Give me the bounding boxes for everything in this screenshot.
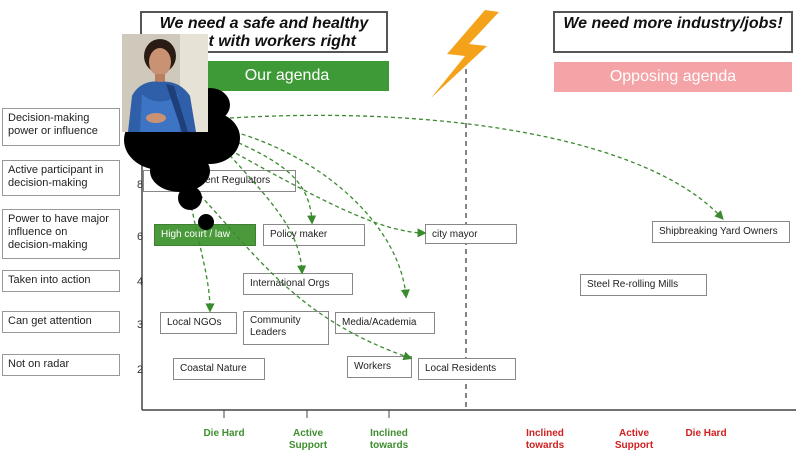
- level-label-get-attention: Can get attention: [2, 311, 120, 333]
- actor-community-leaders: Community Leaders: [243, 311, 329, 345]
- opposing-headline: We need more industry/jobs!: [553, 11, 793, 53]
- community-leaders-label: Community Leaders: [250, 315, 301, 338]
- lightning-bolt-icon: [431, 10, 499, 98]
- overlay-blob: [198, 214, 214, 230]
- overlay-blob: [178, 186, 202, 210]
- level-label-decision-power: Decision-making power or influence: [2, 108, 120, 146]
- arrow-to-shipbreaking: [229, 114, 724, 220]
- arrow-to-local-ngos: [189, 199, 215, 313]
- opposing-agenda-bar: Opposing agenda: [554, 62, 792, 92]
- xlabel-inclined-right: Inclined towards: [525, 428, 565, 451]
- xlabel-active-support-right: Active Support: [614, 428, 654, 451]
- xlabel-die-hard-left: Die Hard: [203, 428, 245, 439]
- actor-steel-rerolling-mills: Steel Re-rolling Mills: [580, 274, 707, 296]
- arrow-to-city-mayor: [229, 149, 427, 238]
- score-8: 8: [137, 179, 144, 191]
- xlabel-active-support-left: Active Support: [288, 428, 328, 451]
- xlabel-die-hard-right: Die Hard: [685, 428, 727, 439]
- our-agenda-bar: Our agenda: [185, 61, 389, 91]
- score-6: 6: [137, 231, 144, 243]
- arrow-to-local-residents: [199, 194, 413, 361]
- arrow-to-media: [234, 131, 410, 299]
- actor-city-mayor: city mayor: [425, 224, 517, 244]
- actor-shipbreaking-yard-owners: Shipbreaking Yard Owners: [652, 221, 790, 243]
- presenter-video-icon: [122, 34, 208, 132]
- actor-local-residents: Local Residents: [418, 358, 516, 380]
- score-4: 4: [137, 276, 144, 288]
- actor-local-ngos: Local NGOs: [160, 312, 237, 334]
- actor-coastal-nature: Coastal Nature: [173, 358, 265, 380]
- actor-workers: Workers: [347, 356, 412, 378]
- level-label-major-influence: Power to have major influence on decisio…: [2, 209, 120, 259]
- xlabel-inclined-left: Inclined towards: [369, 428, 409, 451]
- arrow-to-policy-maker: [231, 139, 317, 225]
- score-2: 2: [137, 364, 144, 376]
- level-label-taken-into-action: Taken into action: [2, 270, 120, 292]
- arrow-to-intl-orgs: [224, 149, 307, 275]
- actor-media-academia: Media/Academia: [335, 312, 435, 334]
- level-label-not-on-radar: Not on radar: [2, 354, 120, 376]
- score-3: 3: [137, 319, 144, 331]
- overlay-blob: [150, 150, 210, 192]
- level-label-active-participant: Active participant in decision-making: [2, 160, 120, 196]
- our-headline: We need a safe and healthy coast with wo…: [140, 11, 388, 53]
